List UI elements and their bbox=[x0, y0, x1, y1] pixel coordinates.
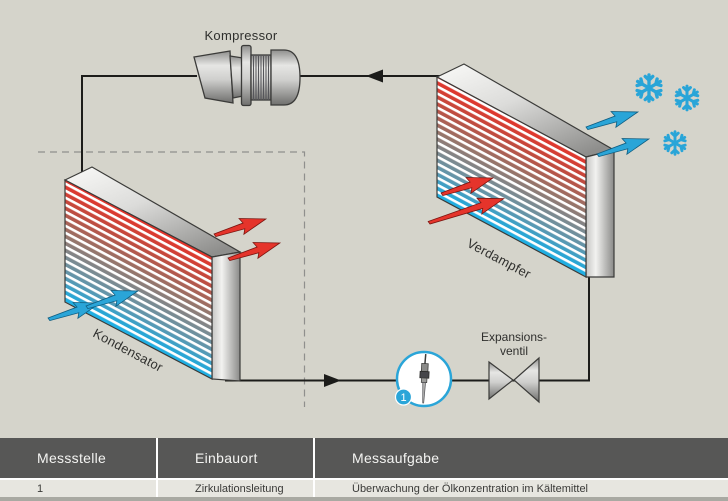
table-cell-messaufgabe: Überwachung der Ölkonzentration im Kälte… bbox=[315, 480, 728, 497]
hot-airflow-arrow-icon bbox=[211, 210, 269, 244]
expansion-valve-label-line1: Expansions- bbox=[481, 330, 547, 344]
evaporator-side-face bbox=[585, 149, 615, 278]
table-header-messaufgabe: Messaufgabe bbox=[315, 438, 728, 478]
measurement-point-1: 1 bbox=[394, 350, 453, 408]
table-header-messstelle: Messstelle bbox=[0, 438, 156, 478]
compressor bbox=[193, 44, 301, 107]
system-boundary-dashed bbox=[38, 151, 306, 407]
measurement-point-number: 1 bbox=[400, 392, 406, 404]
compressor-inlet-cone bbox=[193, 50, 234, 104]
condenser-outline bbox=[64, 179, 213, 380]
expansion-valve-label-line2: ventil bbox=[500, 344, 528, 358]
table-cell-messstelle: 1 bbox=[0, 480, 156, 497]
snowflakes bbox=[634, 73, 701, 156]
measurement-table-grid: Messstelle Einbauort Messaufgabe 1 Zirku… bbox=[0, 438, 728, 497]
cold-airflow-arrow-icon bbox=[583, 103, 641, 137]
condenser-fins bbox=[65, 180, 212, 379]
evaporator-outline bbox=[436, 75, 587, 279]
oil-sensor-icon bbox=[419, 353, 430, 404]
table-bottom-strip bbox=[0, 497, 728, 501]
flow-arrowhead-right bbox=[324, 374, 341, 387]
table-header-einbauort: Einbauort bbox=[158, 438, 313, 478]
table-cell-einbauort: Zirkulationsleitung bbox=[158, 480, 313, 497]
refrigerant-pipes bbox=[81, 75, 590, 382]
pipe-condenser-to-evaporator bbox=[225, 270, 590, 382]
expansion-valve-right bbox=[513, 356, 540, 404]
snowflake-icon bbox=[634, 73, 664, 103]
measurement-point-badge bbox=[394, 388, 413, 406]
compressor-flange bbox=[240, 44, 252, 107]
condenser-side-face bbox=[211, 251, 241, 382]
expansion-valve-left bbox=[488, 360, 514, 401]
evaporator-fins bbox=[437, 77, 586, 277]
expansion-valve bbox=[488, 356, 540, 404]
condenser: Kondensator bbox=[63, 166, 242, 382]
measurement-table: Messstelle Einbauort Messaufgabe 1 Zirku… bbox=[0, 438, 728, 501]
snowflake-icon bbox=[673, 84, 701, 112]
snowflake-icon bbox=[662, 130, 688, 156]
refrigeration-cycle-diagram: Kondensator Verdampfer Kompressor Expans… bbox=[38, 28, 701, 408]
compressor-motor-body bbox=[270, 49, 301, 106]
flow-arrowhead-left bbox=[366, 69, 383, 83]
compressor-ribs bbox=[253, 55, 269, 100]
evaporator: Verdampfer bbox=[435, 63, 616, 282]
compressor-label: Kompressor bbox=[204, 28, 277, 43]
